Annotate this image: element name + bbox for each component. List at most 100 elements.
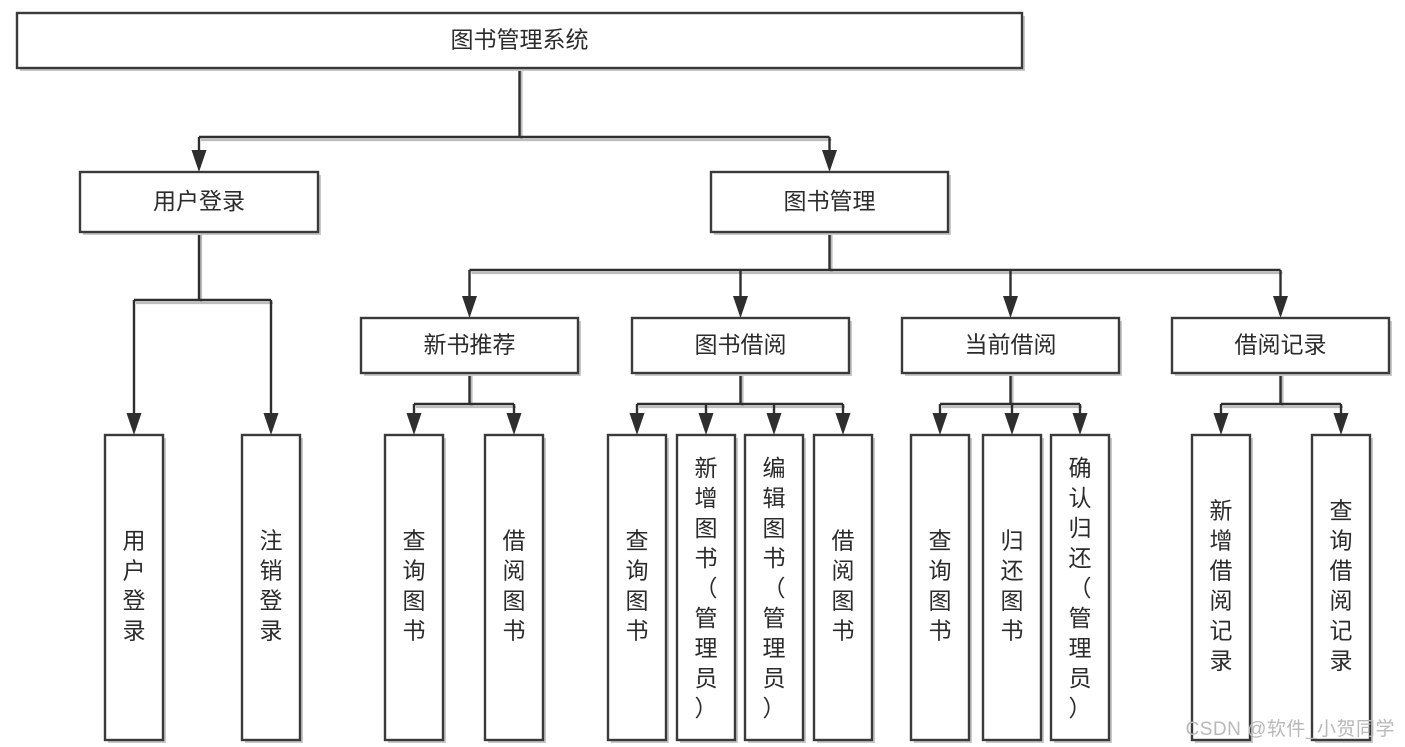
node-label-char: 阅 [832, 558, 855, 584]
node-label-char: 辑 [763, 485, 786, 511]
node-rect[interactable] [1170, 316, 1391, 375]
node-n-book-manage[interactable]: 图书管理 [709, 170, 951, 235]
node-label-char: 借 [1210, 558, 1233, 584]
node-root[interactable]: 图书管理系统 [15, 11, 1025, 71]
node-rect[interactable] [900, 316, 1121, 375]
arrow-head-icon [932, 413, 948, 435]
node-label-char: 录 [123, 618, 146, 644]
node-label-char: 查 [1330, 498, 1353, 524]
node-rect[interactable] [812, 433, 874, 742]
node-label-char: 录 [1210, 648, 1233, 674]
arrow-head-icon [835, 413, 851, 435]
node-rect[interactable] [1190, 433, 1252, 742]
node-label-char: 还 [1069, 545, 1092, 571]
node-label-char: 记 [1330, 618, 1353, 644]
node-l-user-login[interactable]: 用户登录 [103, 433, 166, 743]
node-label: 新书推荐 [424, 332, 516, 358]
connector-group-n_user_login [126, 232, 279, 435]
node-label: 图书管理 [784, 188, 876, 214]
node-label-char: 阅 [1330, 588, 1353, 614]
node-label: 用户登录 [153, 188, 245, 214]
node-label-char: 书 [832, 618, 855, 644]
node-rect[interactable] [709, 170, 950, 234]
node-label-char: 确 [1069, 455, 1092, 481]
node-label-char: 新 [1210, 498, 1233, 524]
node-label-char: 员 [1069, 665, 1092, 691]
arrow-head-icon [506, 413, 522, 435]
node-label: 当前借阅 [965, 332, 1057, 358]
node-n-new-book-rec[interactable]: 新书推荐 [359, 316, 581, 376]
arrow-head-icon [1003, 296, 1018, 318]
node-label-char: 书 [503, 618, 526, 644]
node-label-char: 登 [260, 588, 283, 614]
node-label: 用户登录 [123, 528, 146, 644]
node-label-char: 书 [1001, 618, 1024, 644]
node-label-char: 询 [403, 558, 426, 584]
node-label-char: 图 [403, 588, 426, 614]
node-n-book-borrow[interactable]: 图书借阅 [630, 316, 852, 376]
node-label-char: 理 [695, 635, 718, 661]
node-label-char: 归 [1001, 528, 1024, 554]
arrow-head-icon [733, 296, 748, 318]
node-label-char: 书 [763, 545, 786, 571]
node-label-char: 理 [1069, 635, 1092, 661]
node-rect[interactable] [675, 433, 737, 742]
node-label-char: （ [695, 575, 718, 601]
node-rect[interactable] [359, 316, 580, 375]
node-label-char: ） [695, 695, 718, 721]
node-label-char: 管 [1069, 605, 1092, 631]
node-n-borrow-record[interactable]: 借阅记录 [1170, 316, 1392, 376]
node-rect[interactable] [909, 433, 971, 742]
node-label-char: ） [1069, 695, 1092, 721]
node-rect[interactable] [15, 11, 1024, 70]
node-label-char: 查 [403, 528, 426, 554]
connector-group-n_book_borrow [629, 373, 851, 435]
node-n-current-borrow[interactable]: 当前借阅 [900, 316, 1122, 376]
node-label-char: 图 [695, 515, 718, 541]
node-rect[interactable] [743, 433, 805, 742]
node-rect[interactable] [1049, 433, 1111, 742]
node-rect[interactable] [240, 433, 302, 742]
node-label-char: 借 [832, 528, 855, 554]
node-rect[interactable] [1310, 433, 1372, 742]
node-rect[interactable] [78, 170, 320, 234]
node-label-char: 询 [626, 558, 649, 584]
node-rect[interactable] [630, 316, 851, 375]
node-label-char: 借 [503, 528, 526, 554]
arrow-head-icon [1213, 413, 1229, 435]
node-label-char: 询 [1330, 528, 1353, 554]
node-label-char: 登 [123, 588, 146, 614]
node-rect[interactable] [483, 433, 545, 742]
node-label-char: 录 [1330, 648, 1353, 674]
node-label-char: 阅 [1210, 588, 1233, 614]
node-label-char: 书 [695, 545, 718, 571]
node-rect[interactable] [981, 433, 1043, 742]
node-label-char: 认 [1069, 485, 1092, 511]
node-rect[interactable] [606, 433, 668, 742]
node-label-char: 书 [626, 618, 649, 644]
arrow-head-icon [462, 296, 477, 318]
node-label: 图书借阅 [695, 332, 787, 358]
node-rect[interactable] [103, 433, 165, 742]
node-rect[interactable] [383, 433, 445, 742]
node-n-user-login[interactable]: 用户登录 [78, 170, 321, 235]
